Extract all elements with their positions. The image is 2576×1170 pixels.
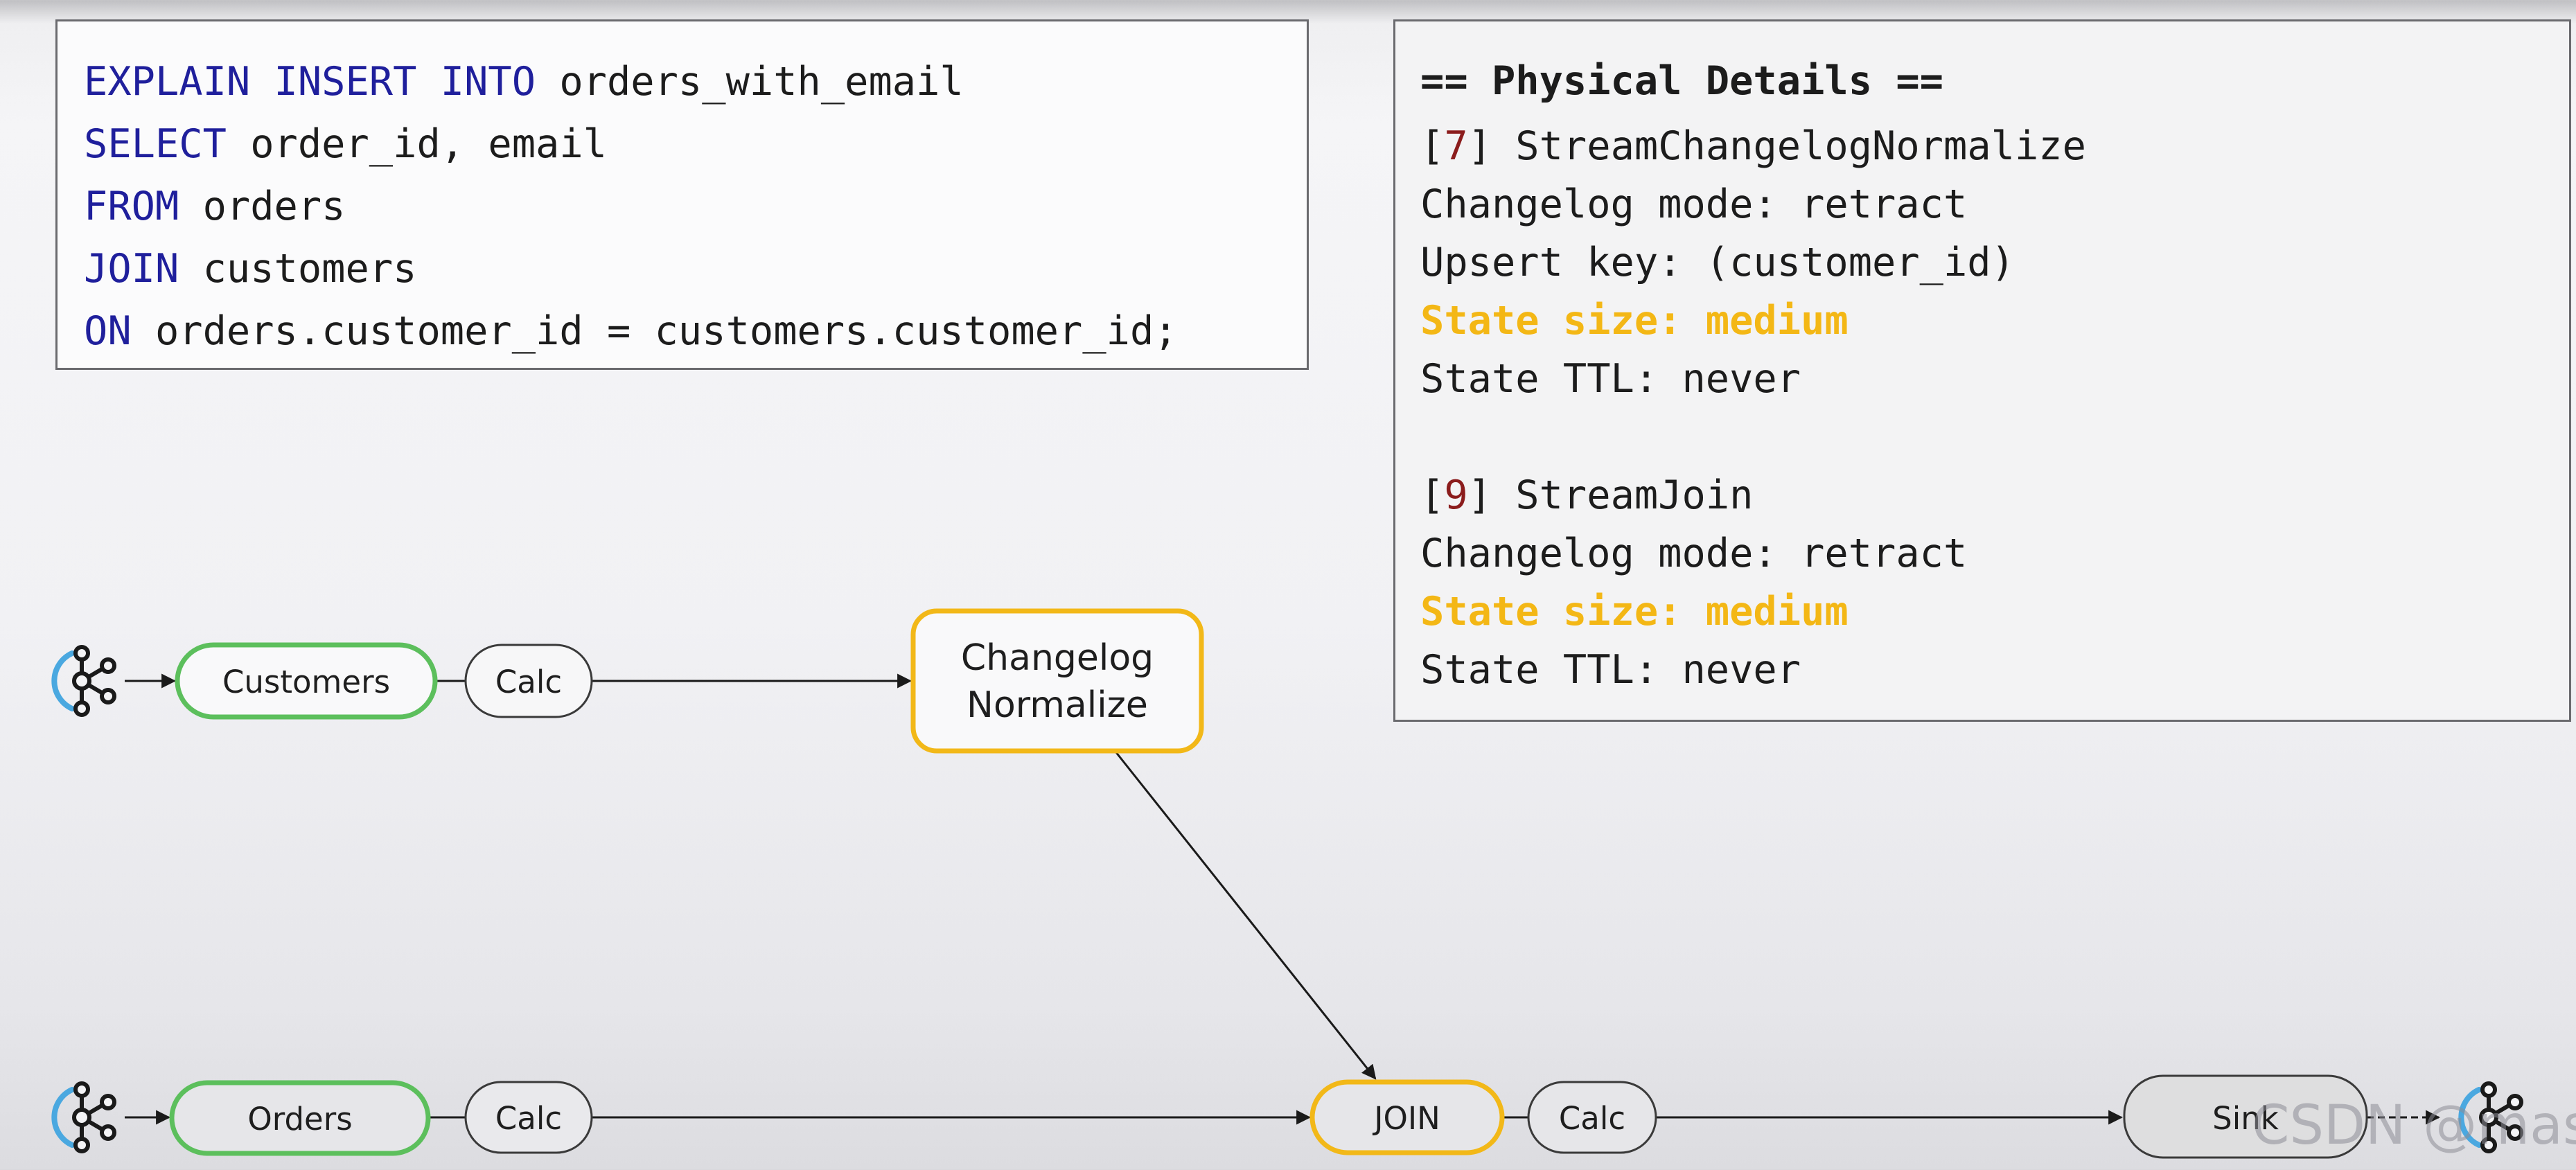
node-normalize-label-1: Changelog — [961, 637, 1154, 679]
sql-line-4: JOIN customers — [84, 238, 1307, 300]
op1-id: 7 — [1444, 123, 1468, 169]
sql-text: orders_with_email — [536, 59, 964, 105]
physical-details-box: == Physical Details == [7] StreamChangel… — [1393, 19, 2571, 722]
sql-keyword: EXPLAIN INSERT INTO — [84, 59, 536, 105]
edge-normalize-to-join — [1114, 751, 1377, 1080]
node-calc-bottom-label: Calc — [495, 1100, 562, 1137]
sql-text: order_id, email — [226, 121, 607, 167]
node-sink[interactable]: Sink — [2123, 1074, 2368, 1159]
op1-mode: Changelog mode: retract — [1420, 181, 1968, 227]
node-calc-after-join[interactable]: Calc — [1527, 1081, 1657, 1154]
node-calc-top-label: Calc — [495, 664, 562, 700]
sql-line-3: FROM orders — [84, 175, 1307, 238]
node-changelog-normalize[interactable]: Changelog Normalize — [910, 608, 1204, 754]
op2-ttl: State TTL: never — [1420, 647, 1801, 693]
sql-keyword: FROM — [84, 184, 179, 229]
op2-header: [9] StreamJoin — [1420, 466, 2569, 524]
node-orders-label: Orders — [247, 1101, 352, 1137]
op1-ttl: State TTL: never — [1420, 356, 1801, 402]
op2-state-size: State size: medium — [1420, 589, 1849, 635]
node-normalize-label-2: Normalize — [967, 684, 1148, 726]
op1-upsert: Upsert key: (customer_id) — [1420, 240, 2015, 285]
kafka-icon — [54, 647, 114, 715]
bracket: [ — [1420, 123, 1445, 169]
node-calc-after-join-label: Calc — [1559, 1100, 1625, 1137]
node-join-label: JOIN — [1372, 1100, 1440, 1137]
node-sink-label: Sink — [2212, 1100, 2279, 1137]
sql-code-box: EXPLAIN INSERT INTO orders_with_email SE… — [55, 19, 1309, 370]
kafka-icon — [54, 1083, 114, 1151]
op1-state-size: State size: medium — [1420, 298, 1849, 344]
node-customers-label: Customers — [222, 664, 390, 700]
sql-keyword: SELECT — [84, 121, 227, 167]
sql-text: customers — [179, 246, 417, 292]
sql-line-1: EXPLAIN INSERT INTO orders_with_email — [84, 51, 1307, 113]
sql-text: orders.customer_id = customers.customer_… — [131, 308, 1178, 354]
details-title: == Physical Details == — [1420, 58, 1943, 104]
sql-line-5: ON orders.customer_id = customers.custom… — [84, 300, 1307, 362]
bracket: [ — [1420, 472, 1445, 518]
sql-keyword: ON — [84, 308, 132, 354]
node-customers[interactable]: Customers — [175, 642, 438, 720]
op2-name: StreamJoin — [1515, 472, 1754, 518]
op1-header: [7] StreamChangelogNormalize — [1420, 117, 2569, 175]
watermark: CSDN @maskge — [2252, 1094, 2576, 1157]
op2-id: 9 — [1444, 472, 1468, 518]
op2-mode: Changelog mode: retract — [1420, 531, 1968, 576]
node-calc-bottom[interactable]: Calc — [464, 1081, 593, 1154]
node-orders[interactable]: Orders — [169, 1080, 431, 1156]
sql-keyword: JOIN — [84, 246, 179, 292]
sql-text: orders — [179, 184, 346, 229]
node-join[interactable]: JOIN — [1309, 1079, 1505, 1155]
op1-name: StreamChangelogNormalize — [1515, 123, 2086, 169]
bracket: ] — [1467, 472, 1516, 518]
bracket: ] — [1467, 123, 1516, 169]
node-calc-top[interactable]: Calc — [464, 644, 593, 718]
sql-line-2: SELECT order_id, email — [84, 113, 1307, 175]
